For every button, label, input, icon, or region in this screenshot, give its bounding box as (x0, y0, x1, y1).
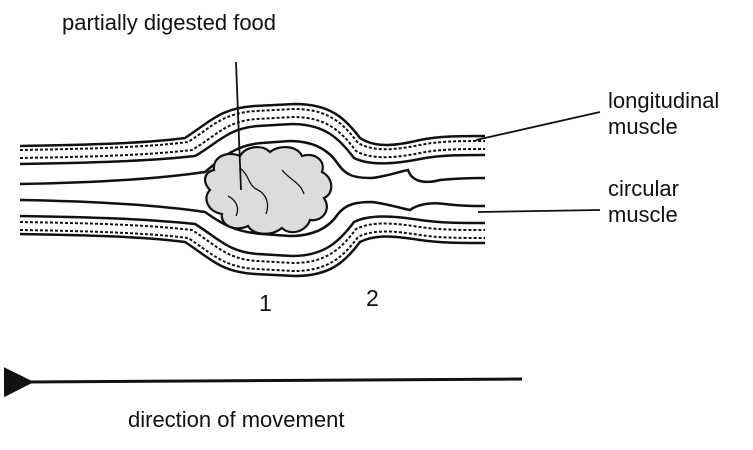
point-1-label: 1 (259, 290, 272, 316)
food-label: partially digested food (62, 10, 276, 36)
circular-label-line-1: circular (608, 176, 679, 202)
point-2-label: 2 (366, 285, 379, 311)
direction-arrow (28, 379, 522, 382)
direction-label: direction of movement (128, 407, 344, 433)
food-bolus (205, 147, 331, 234)
longitudinal-muscle-label: longitudinal muscle (608, 88, 719, 140)
circular-muscle-label: circular muscle (608, 176, 679, 228)
circular-label-line-2: muscle (608, 202, 679, 228)
longitudinal-label-line-1: longitudinal (608, 88, 719, 114)
longitudinal-pointer-line (476, 112, 600, 140)
longitudinal-label-line-2: muscle (608, 114, 719, 140)
circular-pointer-line (478, 210, 600, 212)
